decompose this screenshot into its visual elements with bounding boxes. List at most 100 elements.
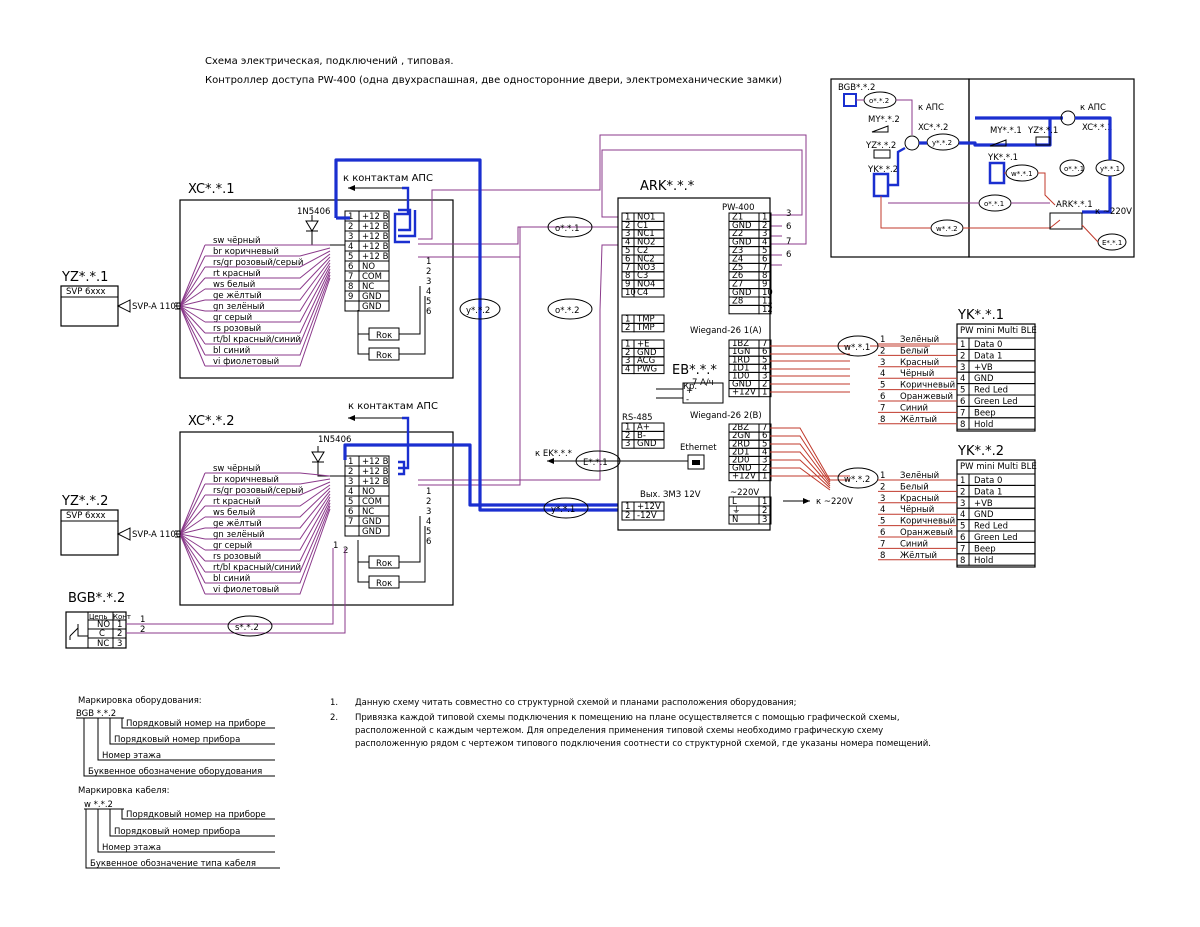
terminal-label: 2 <box>625 348 630 358</box>
terminal-label: Z4 <box>732 254 743 264</box>
cable-o2: o*.*.2 <box>547 298 593 320</box>
terminal-label: +12 В <box>362 212 389 222</box>
yz2-title: YZ*.*.2 <box>61 494 108 509</box>
svg-text:Порядковый номер на приборе: Порядковый номер на приборе <box>126 719 266 729</box>
bgb-switch-icon <box>69 624 88 640</box>
wire <box>205 487 331 518</box>
reader-pin: 3 <box>960 363 965 373</box>
terminal-label: GND <box>637 348 657 358</box>
terminal-pin: 4 <box>426 287 431 297</box>
svg-text:Номер этажа: Номер этажа <box>102 751 161 761</box>
wire <box>205 250 331 268</box>
reader-wire-color: Белый <box>900 346 929 356</box>
purple-connections <box>418 134 807 486</box>
terminal-label: C1 <box>637 221 648 231</box>
svg-text:Порядковый номер на приборе: Порядковый номер на приборе <box>126 810 266 820</box>
terminal-label: +12V <box>732 472 756 482</box>
terminal-label: 1 <box>762 212 767 222</box>
legend-cable: Маркировка кабеля: w *.*.2 Порядковый но… <box>78 786 280 869</box>
terminal-label: 9 <box>762 280 767 290</box>
yz1-title: YZ*.*.1 <box>61 270 108 285</box>
terminal-label: 12 <box>762 305 773 315</box>
xc2-box <box>179 431 454 606</box>
terminal-label: Z5 <box>732 263 743 273</box>
wire-label: sw чёрный <box>213 236 261 246</box>
reader-signal: Data 1 <box>974 487 1002 497</box>
terminal-label: +12 В <box>362 242 389 252</box>
wire <box>205 268 331 334</box>
reader-pin: 7 <box>960 544 965 554</box>
wire <box>205 271 331 345</box>
terminal-label: 10 <box>625 288 636 298</box>
xc2-diode-icon <box>311 446 345 477</box>
reader-wire-pin: 1 <box>880 471 885 481</box>
cable-y1: y*.*.1 <box>543 497 589 519</box>
wire <box>205 274 331 356</box>
svg-text:YZ*.*.1: YZ*.*.1 <box>1027 126 1058 136</box>
ark-ac-title: ~220V <box>730 488 759 498</box>
wire <box>205 496 331 551</box>
plan-cable-o1: o*.*.1 <box>978 194 1012 212</box>
terminal-label: +12 В <box>362 252 389 262</box>
svg-text:Ethernet: Ethernet <box>680 443 717 453</box>
terminal-pin: 1 <box>426 487 431 497</box>
reader-signal: Green Led <box>974 397 1018 407</box>
terminal-pin: 3 <box>426 507 431 517</box>
cable-w2: w*.*.2 <box>837 467 879 489</box>
wire-label: gr серый <box>213 313 252 323</box>
xc1-box <box>179 199 454 379</box>
reader-wire-pin: 6 <box>880 392 885 402</box>
terminal-label: 1D1 <box>732 363 749 373</box>
terminal-label: 7 <box>762 423 767 433</box>
xc2-rok-1: Rок <box>368 555 400 569</box>
terminal-label: 6 <box>762 254 767 264</box>
terminal-label: 3 <box>762 515 767 525</box>
svg-text:o*.*.1: o*.*.1 <box>555 224 580 234</box>
terminal-label: 2BZ <box>732 423 749 433</box>
wire-label: rs розовый <box>213 324 261 334</box>
wire-label: rs/gr розовый/серый <box>213 486 303 496</box>
reader-signal: +VB <box>974 499 993 509</box>
yz1-cable: SVP-A 1100 <box>132 302 181 312</box>
terminal-label: 6 <box>762 431 767 441</box>
terminal-label: GND <box>637 439 657 449</box>
wire <box>179 505 206 535</box>
reader-cell <box>968 553 1036 566</box>
terminal-label: 3 <box>762 229 767 239</box>
terminal-cell <box>758 388 772 398</box>
plan-yk1-icon <box>988 161 1006 185</box>
reader-pin: 6 <box>960 533 965 543</box>
plan-yz2-icon <box>873 149 891 159</box>
terminal-label: C2 <box>637 246 648 256</box>
xc1-block: XC*.*.1 1N5406 к контактам АПС 1+12 В2+1… <box>179 173 454 379</box>
yz2-model: SVP 6xxx <box>66 511 106 521</box>
plan-cable-e1: E*.*.1 <box>1097 233 1127 251</box>
terminal-pin: 1 <box>348 212 353 222</box>
wire <box>205 502 331 573</box>
terminal-pin: 2 <box>426 267 431 277</box>
bgb-title: BGB*.*.2 <box>68 591 125 606</box>
svg-text:BGB*.*.2: BGB*.*.2 <box>838 83 875 93</box>
reader-signal: Data 0 <box>974 340 1002 350</box>
svg-text:E*.*.1: E*.*.1 <box>1102 239 1122 247</box>
plan-yz1-icon <box>1035 136 1051 146</box>
svg-text:Rок: Rок <box>376 559 392 569</box>
wire <box>205 259 331 301</box>
reader-wire-pin: 3 <box>880 358 885 368</box>
terminal-label: 1 <box>625 339 630 349</box>
plan-cable-w2: w*.*.2 <box>930 219 964 237</box>
terminal-pin: 3 <box>348 232 353 242</box>
wire <box>205 505 331 584</box>
terminal-cell <box>344 300 360 312</box>
plan-room-2 <box>968 78 1135 258</box>
reader-signal: +VB <box>974 363 993 373</box>
xc2-bottom-pin-2: 2 <box>343 546 348 556</box>
svg-text:7: 7 <box>786 237 791 247</box>
reader-wire-color: Синий <box>900 539 928 549</box>
terminal-label: 2 <box>762 464 767 474</box>
terminal-pin: 6 <box>426 537 431 547</box>
wire <box>179 516 206 535</box>
svg-text:1.: 1. <box>330 698 338 708</box>
wire <box>179 533 206 562</box>
